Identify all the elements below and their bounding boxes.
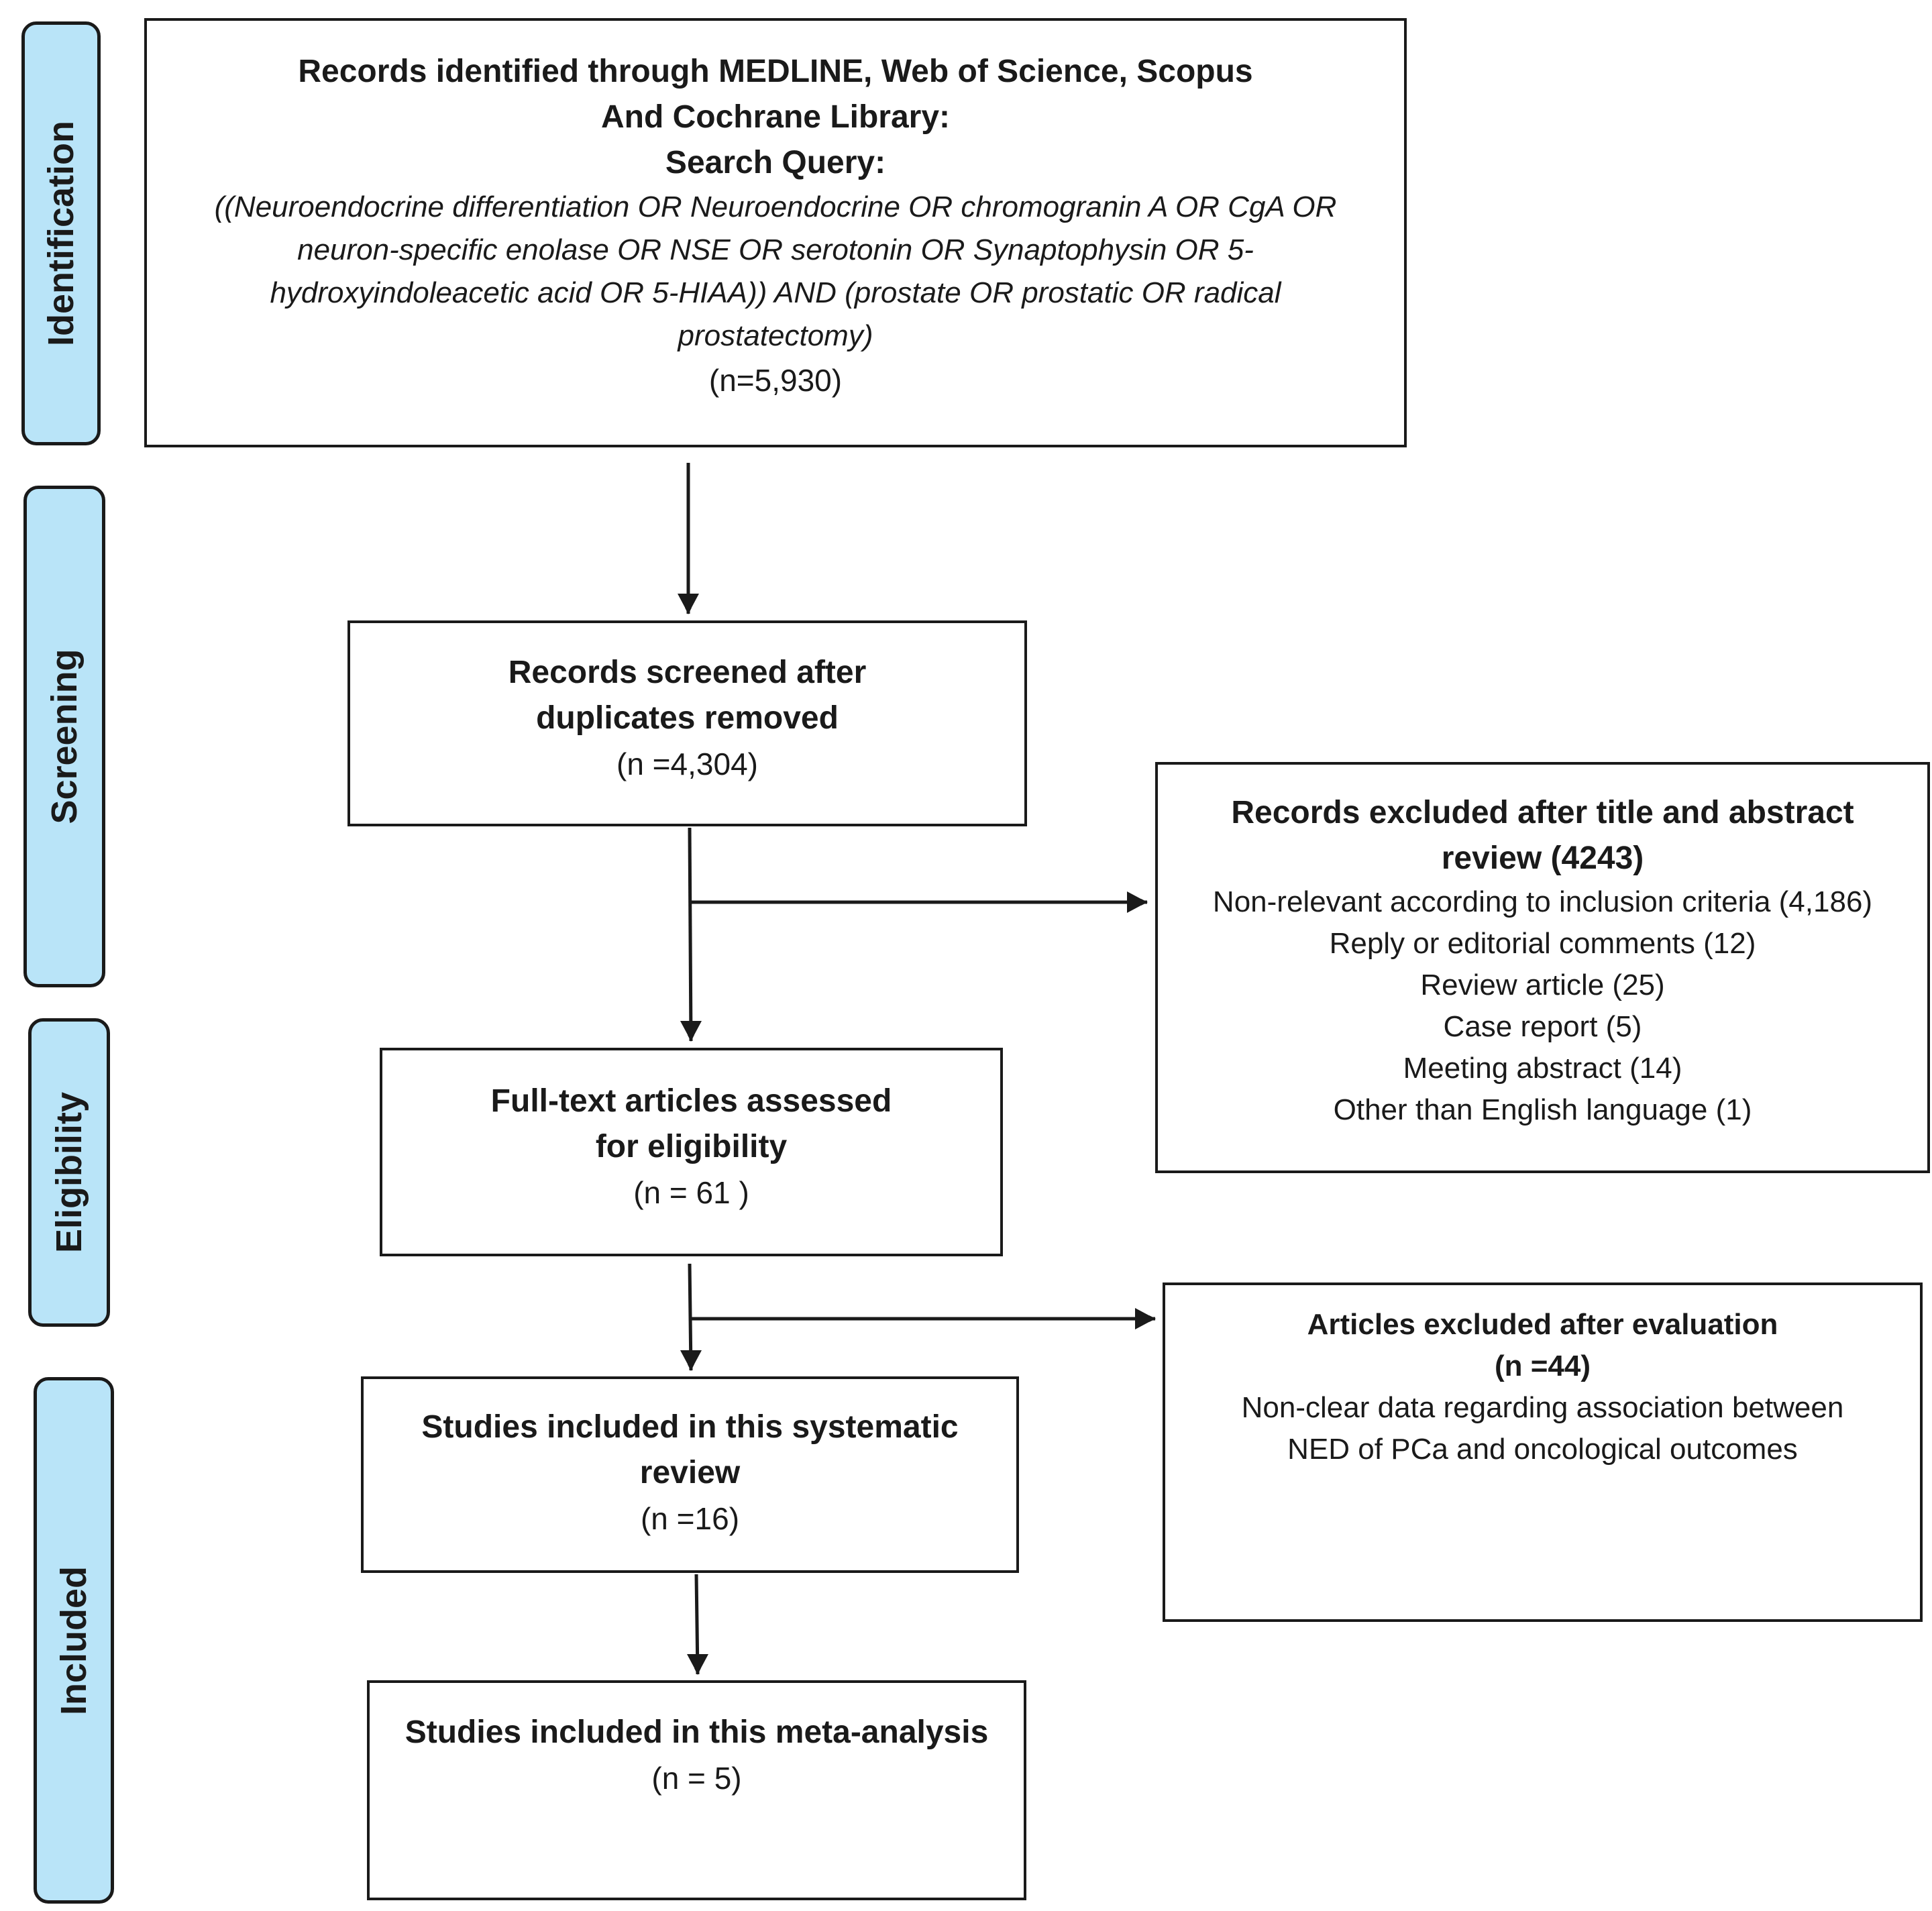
identification-title-line1: Records identified through MEDLINE, Web … xyxy=(298,54,1253,89)
search-query-line: hydroxyindoleacetic acid OR 5-HIAA)) AND… xyxy=(270,276,1281,309)
stage-screening: Screening xyxy=(23,486,105,987)
identification-box: Records identified through MEDLINE, Web … xyxy=(144,18,1407,447)
excluded-title-abstract-box: Records excluded after title and abstrac… xyxy=(1155,762,1930,1173)
search-query-line: prostatectomy) xyxy=(678,319,873,352)
screened-line2: duplicates removed xyxy=(536,700,839,736)
search-query-label: Search Query: xyxy=(665,145,886,180)
exclusion-reason: Reply or editorial comments (12) xyxy=(1329,927,1756,960)
systematic-line1: Studies included in this systematic xyxy=(421,1409,959,1445)
excluded-evaluation-box: Articles excluded after evaluation (n =4… xyxy=(1163,1282,1923,1622)
identification-title-line2: And Cochrane Library: xyxy=(600,99,951,135)
stage-identification: Identification xyxy=(21,21,101,445)
systematic-review-box: Studies included in this systematic revi… xyxy=(361,1376,1019,1573)
excluded-evaluation-reason-line2: NED of PCa and oncological outcomes xyxy=(1287,1433,1798,1466)
fulltext-line1: Full-text articles assessed xyxy=(490,1083,892,1119)
meta-analysis-box: Studies included in this meta-analysis (… xyxy=(367,1680,1026,1900)
exclusion-reason: Review article (25) xyxy=(1420,969,1665,1001)
connector-screening-down xyxy=(687,827,694,1042)
meta-line1: Studies included in this meta-analysis xyxy=(405,1714,989,1750)
exclusion-reason: Other than English language (1) xyxy=(1333,1093,1752,1126)
exclusion-reason: Case report (5) xyxy=(1443,1010,1642,1043)
systematic-line2: review xyxy=(639,1455,741,1490)
search-query-line: ((Neuroendocrine differentiation OR Neur… xyxy=(214,190,1337,223)
excluded-evaluation-reason-line1: Non-clear data regarding association bet… xyxy=(1241,1391,1844,1424)
excluded-title-line1: Records excluded after title and abstrac… xyxy=(1231,795,1854,830)
fulltext-line2: for eligibility xyxy=(595,1129,788,1164)
fulltext-box: Full-text articles assessed for eligibil… xyxy=(380,1048,1003,1256)
exclusion-reason: Meeting abstract (14) xyxy=(1403,1052,1682,1085)
fulltext-count: (n = 61 ) xyxy=(633,1175,749,1210)
systematic-count: (n =16) xyxy=(640,1501,740,1536)
excluded-title-line2: review (4243) xyxy=(1441,840,1644,876)
meta-count: (n = 5) xyxy=(651,1761,742,1796)
screened-line1: Records screened after xyxy=(508,655,867,690)
stage-eligibility: Eligibility xyxy=(28,1018,110,1327)
stage-included: Included xyxy=(34,1377,114,1904)
excluded-evaluation-title: Articles excluded after evaluation xyxy=(1307,1308,1778,1341)
screened-box: Records screened after duplicates remove… xyxy=(347,620,1027,826)
exclusion-reason: Non-relevant according to inclusion crit… xyxy=(1212,885,1873,918)
screened-count: (n =4,304) xyxy=(616,747,758,781)
excluded-evaluation-count: (n =44) xyxy=(1494,1350,1591,1382)
identified-count: (n=5,930) xyxy=(708,363,843,398)
search-query-line: neuron-specific enolase OR NSE OR seroto… xyxy=(297,233,1254,266)
